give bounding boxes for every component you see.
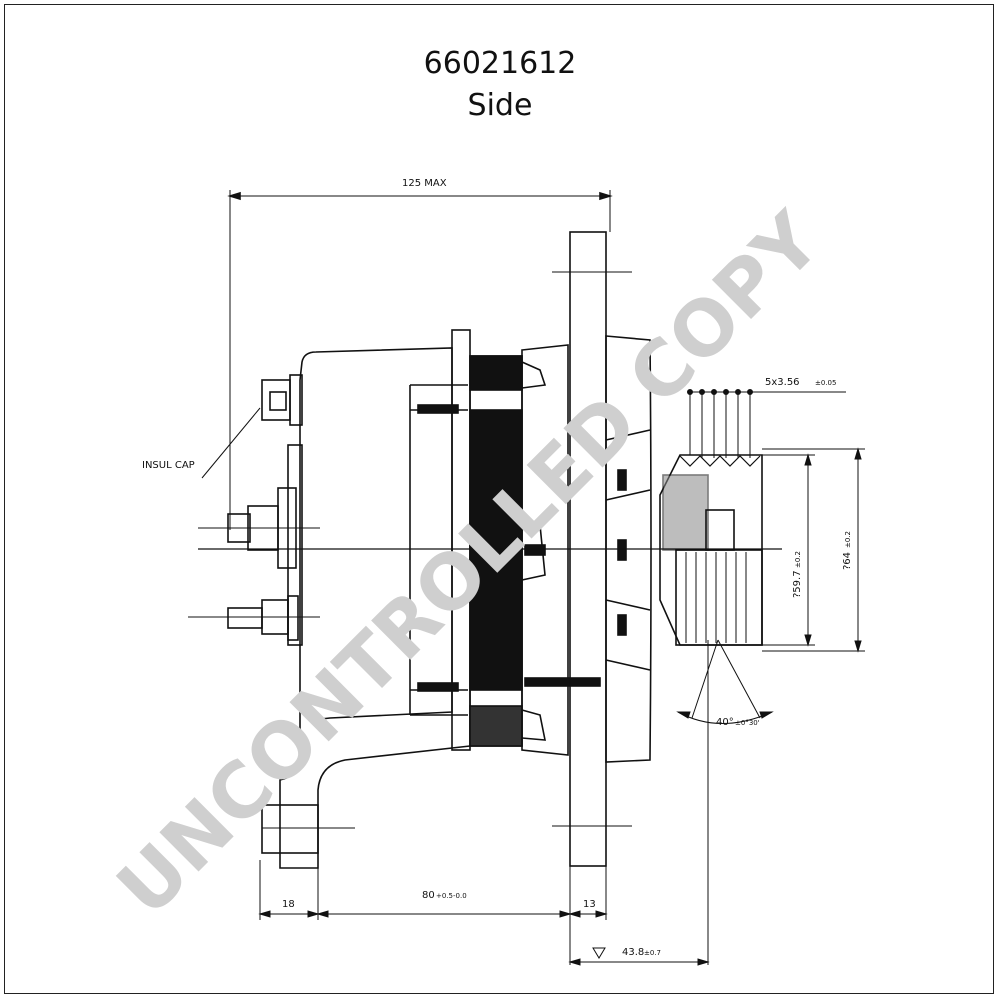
cooling-fan xyxy=(605,335,652,763)
groove-angle-dimension xyxy=(676,639,774,724)
pulley-offset-label: 43.8 xyxy=(622,947,644,958)
view-subtitle: Side xyxy=(467,88,533,123)
pulley xyxy=(659,454,763,646)
drawing-frame xyxy=(4,4,994,994)
watermark-text: UNCONTROLLED COPY xyxy=(100,195,838,933)
groove-angle-tol-label: ±0°30' xyxy=(735,719,760,727)
part-number-title: 66021612 xyxy=(423,46,577,81)
pulley-inner-tol-label: ±0.2 xyxy=(794,551,802,568)
stator xyxy=(451,329,523,751)
pulley-outer-diameter-label: ?64 xyxy=(842,552,853,570)
terminal-studs xyxy=(188,374,320,641)
rear-housing xyxy=(287,347,468,720)
overall-length-dimension xyxy=(227,190,613,530)
mounting-foot xyxy=(261,700,471,869)
groove-dimension xyxy=(687,389,846,458)
overall-length-label: 125 MAX xyxy=(402,178,447,189)
pulley-inner-diameter-label: ?59.7 xyxy=(792,570,803,598)
insul-cap-label: INSUL CAP xyxy=(142,460,195,471)
groove-angle-label: 40° xyxy=(716,717,734,728)
bottom-dimensions xyxy=(258,640,710,966)
groove-spec-label: 5x3.56 xyxy=(765,377,800,388)
pulley-diameter-dimensions xyxy=(762,447,865,653)
body-length-tol-label: +0.5-0.0 xyxy=(436,892,467,900)
groove-tol-label: ±0.05 xyxy=(815,379,836,387)
pulley-outer-tol-label: ±0.2 xyxy=(844,531,852,548)
flange-thickness-label: 13 xyxy=(583,899,596,910)
pulley-offset-tol-label: ±0.7 xyxy=(644,949,661,957)
body-length-label: 80 xyxy=(422,890,435,901)
mount-width-label: 18 xyxy=(282,899,295,910)
